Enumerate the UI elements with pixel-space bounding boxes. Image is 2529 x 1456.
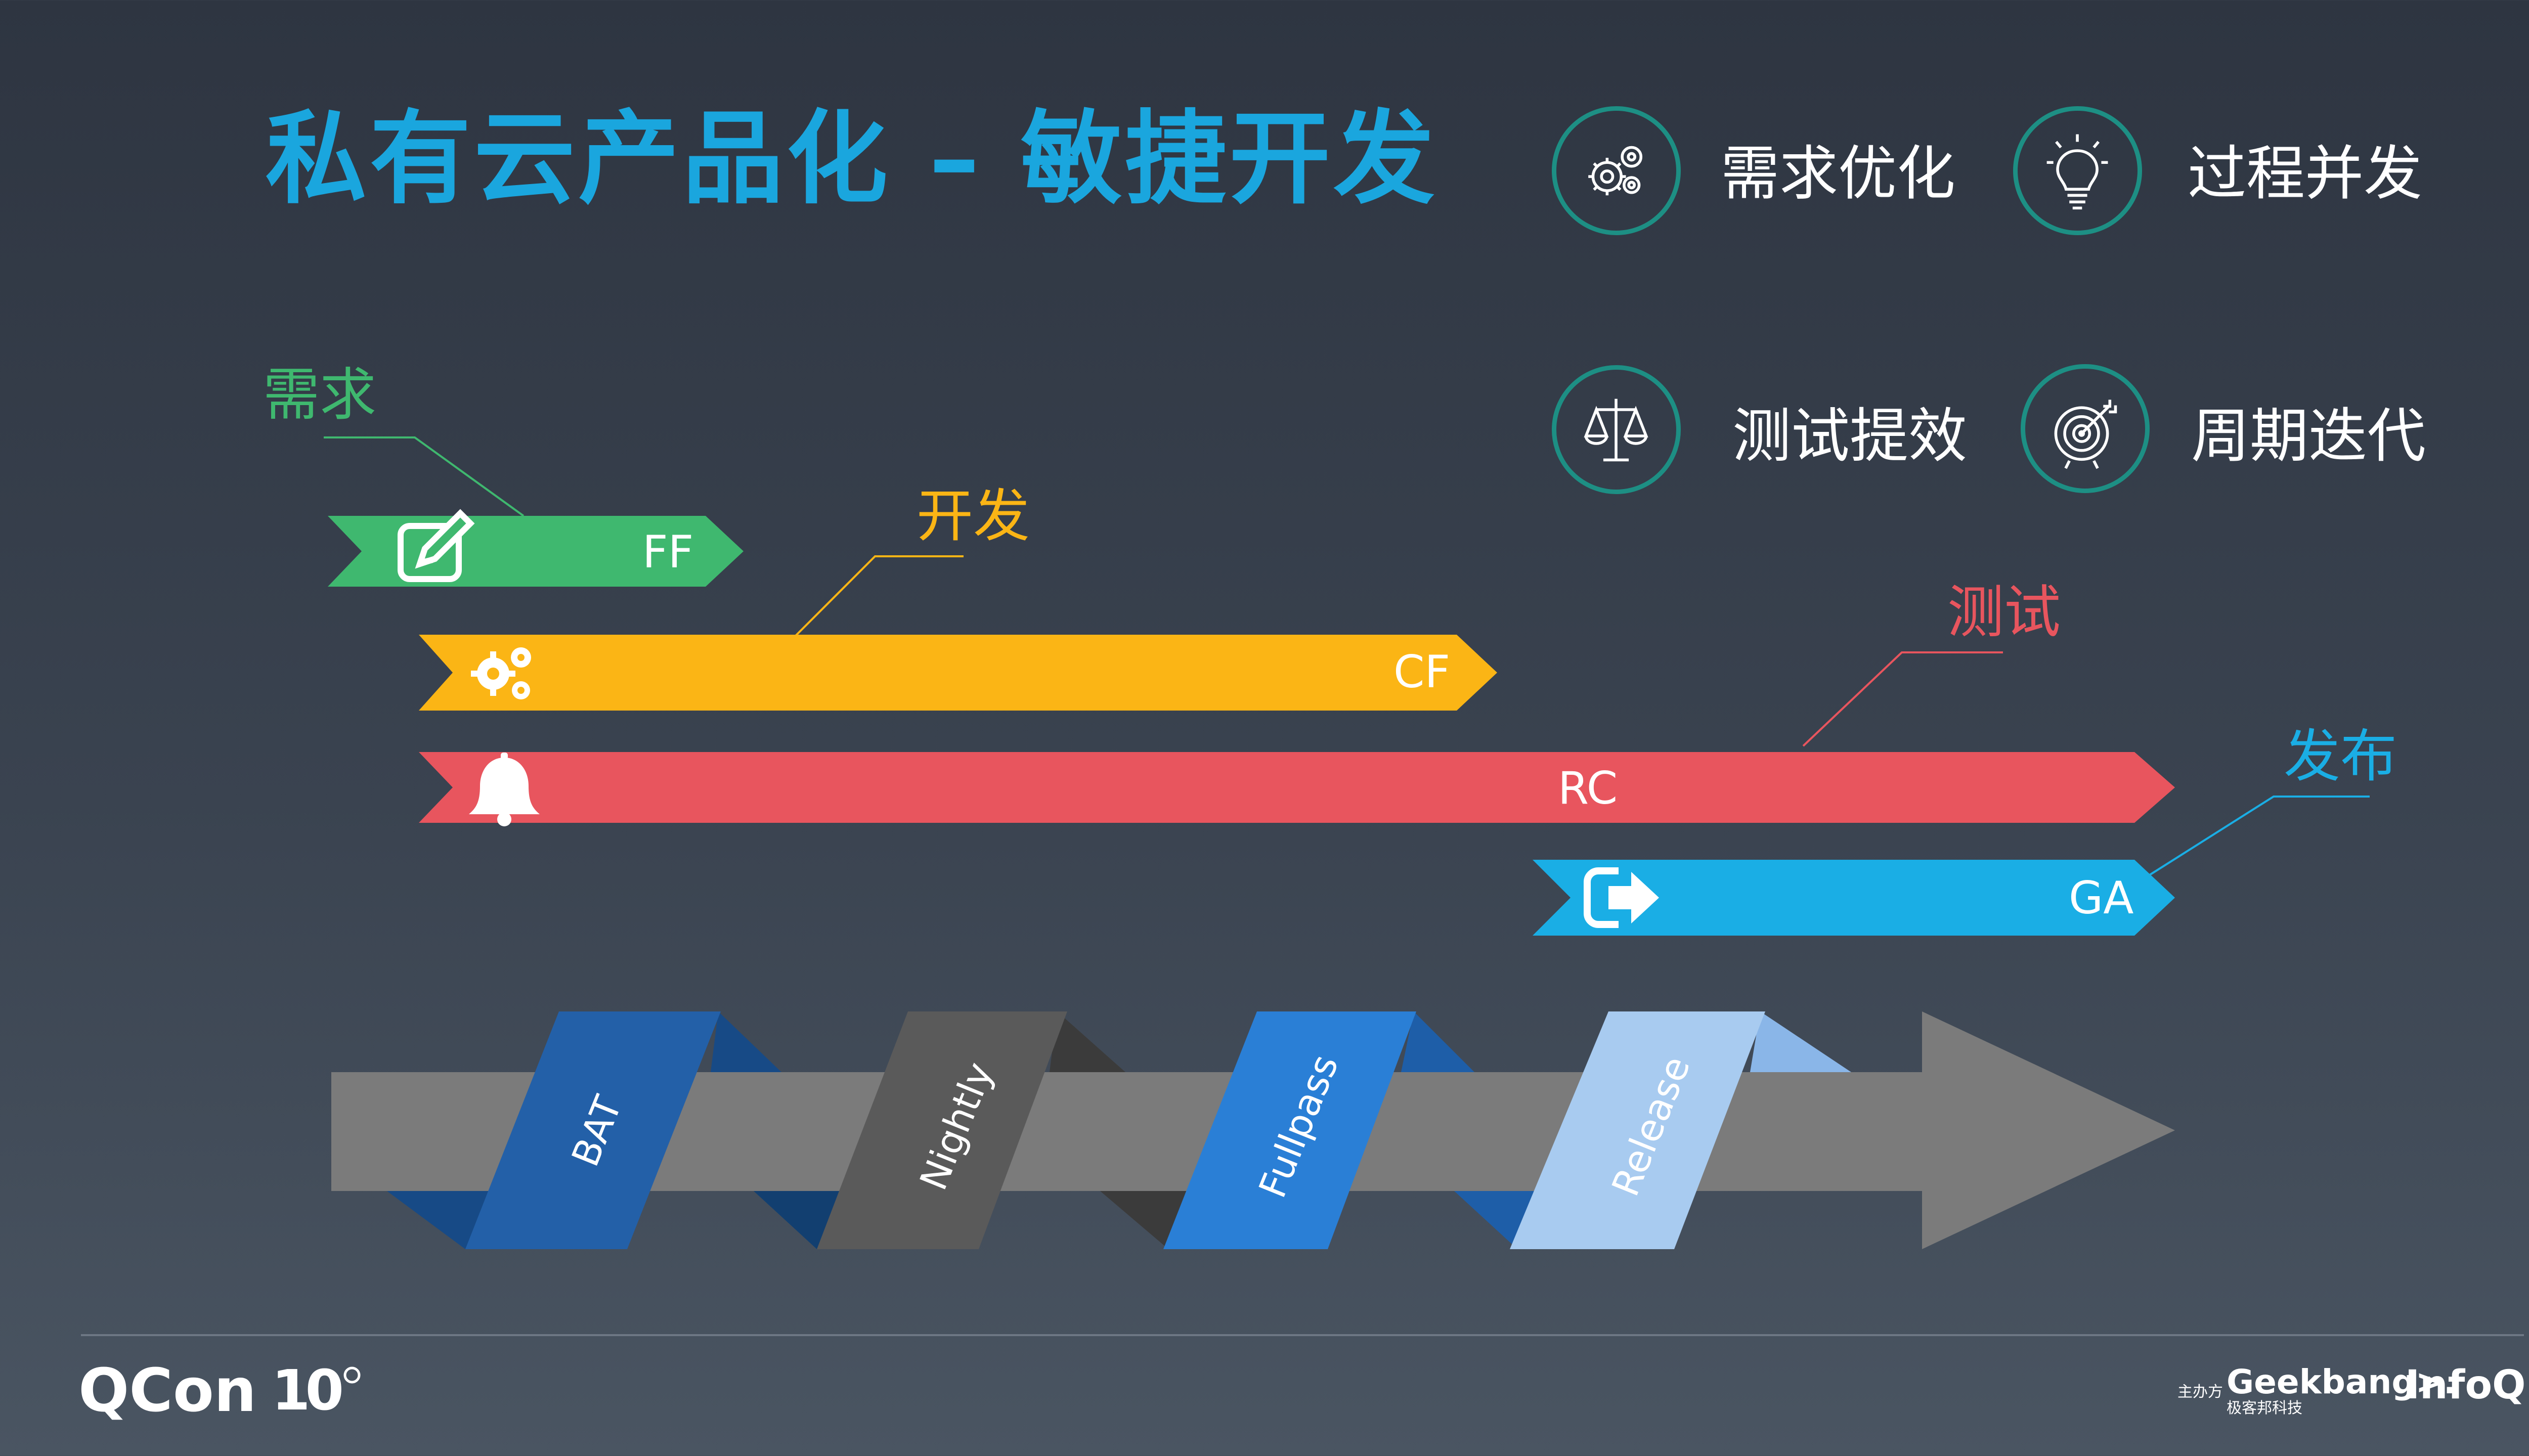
bar-cf [419,635,1497,711]
qcon-logo-mark: 10 [272,1362,362,1418]
feature-scales-circle [1552,365,1681,494]
stage-label-release: 发布 [2284,724,2397,789]
ribbon-fold-bat-top [711,1011,781,1072]
edit-icon [398,509,475,582]
lightbulb-icon [2046,134,2108,210]
gears-icon [471,647,531,699]
qcon-logo: QCon 10 [78,1360,362,1420]
stage-label-requirement: 需求 [263,362,376,428]
ribbon-fold-release-top [1750,1011,1851,1072]
ribbon-release [1510,1011,1765,1249]
stage-label-testing: 测试 [1947,580,2061,645]
sponsor-label: 主办方 [2177,1383,2223,1401]
geekbang-logo: Geekbang>. 极客邦科技 [2227,1365,2456,1416]
bar-text-cf: CF [1393,646,1451,698]
leader-line-testing [1802,651,2003,747]
sign-out-icon [1584,867,1659,928]
footer-divider [81,1334,2524,1336]
infoq-logo: InfoQ [2405,1362,2526,1408]
ribbon-fold-nightly-top [1050,1011,1125,1072]
leader-line-development [793,555,964,638]
geekbang-text: Geekbang>. [2227,1362,2456,1401]
qcon-mark-text: 10 [271,1358,344,1423]
feature-label-4: 周期迭代 [2191,402,2426,470]
feature-label-2: 过程并发 [2188,140,2422,208]
ribbon-bat [465,1011,721,1249]
gears-icon [1588,146,1643,196]
page-title: 私有云产品化 – 敏捷开发 [266,100,1438,218]
target-icon [2054,400,2117,469]
leader-line-release [2149,796,2370,876]
stage-label-development: 开发 [917,483,1030,549]
bar-text-ga: GA [2069,872,2134,924]
geekbang-subtext: 极客邦科技 [2227,1399,2302,1417]
leader-line-requirement [324,436,525,517]
bell-icon [469,753,540,826]
feature-label-3: 测试提效 [1732,402,1967,470]
bar-text-rc: RC [1558,762,1618,814]
feature-gears-circle [1552,106,1681,235]
feature-target-circle [2021,364,2150,493]
bar-ga [1533,860,2175,936]
feature-label-1: 需求优化 [1721,140,1955,208]
ribbon-fullpass [1163,1011,1416,1249]
ribbon-nightly [817,1011,1067,1249]
feature-bulb-circle [2013,106,2142,235]
bar-rc [419,752,2175,823]
qcon-logo-text: QCon [78,1355,256,1425]
ribbon-fold-fullpass-top [1401,1011,1474,1072]
bar-text-ff: FF [642,526,694,578]
bar-ff [328,516,744,587]
scales-icon [1584,399,1648,462]
qcon-ring-icon [343,1366,361,1384]
